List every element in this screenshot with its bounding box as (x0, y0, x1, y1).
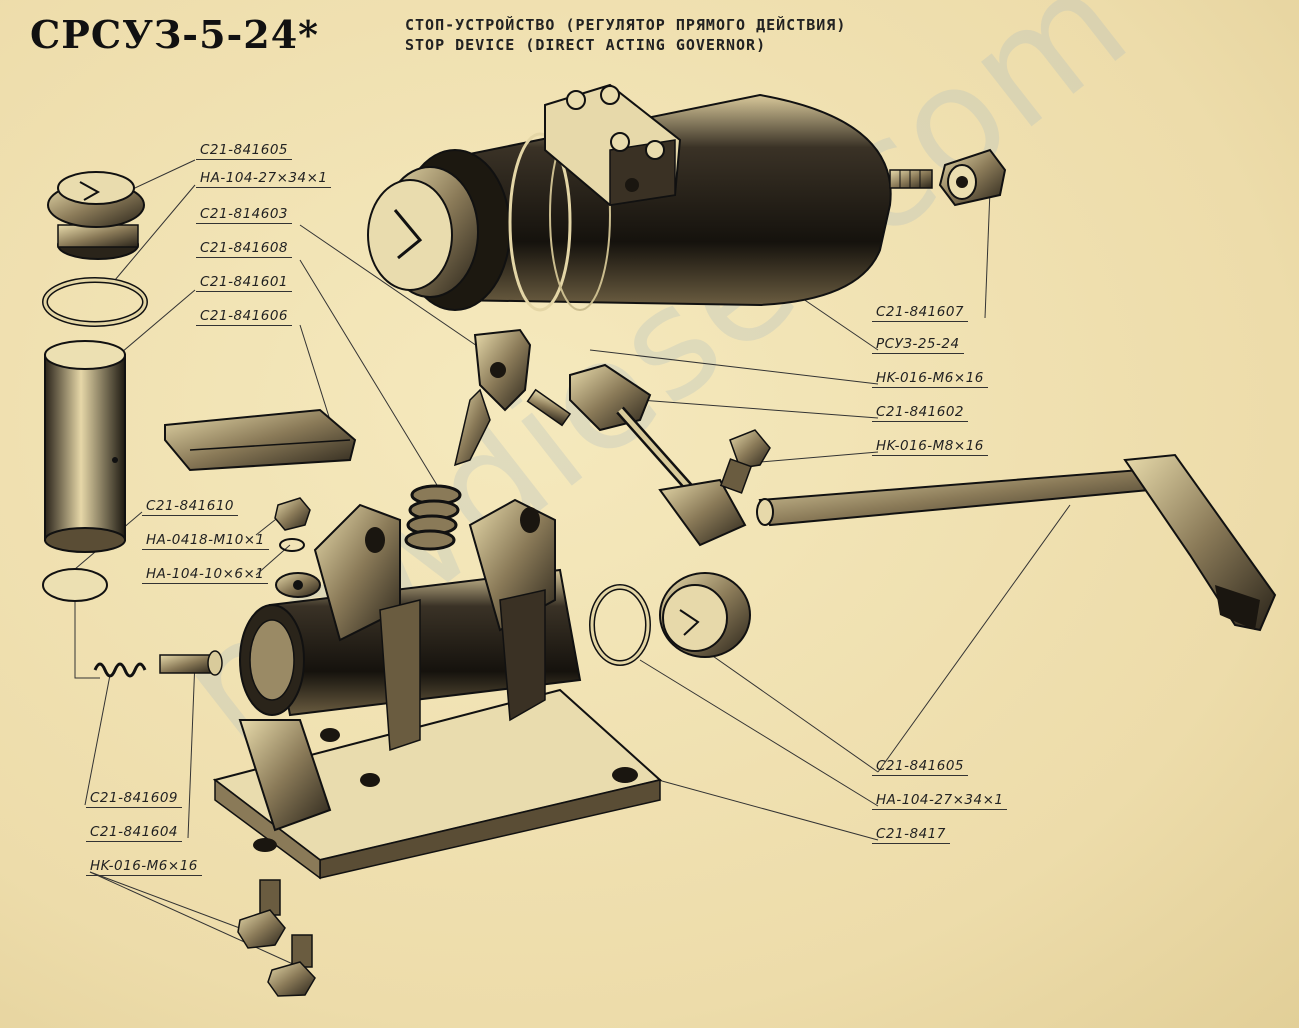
label-c21-841607: C21-841607 (872, 304, 969, 322)
label-ha-104-27x34-right: HA-104-27×34×1 (872, 792, 1008, 810)
label-ha-0418-m10x1: HA-0418-M10×1 (142, 532, 269, 550)
label-c21-841608: C21-841608 (196, 240, 293, 258)
governor-housing (212, 498, 663, 880)
label-c21-841605-right: C21-841605 (872, 758, 969, 776)
label-hk-016-m8x16: HK-016-M8×16 (872, 438, 988, 456)
small-screw (526, 388, 572, 427)
bolt-bottom-2 (267, 934, 316, 997)
label-c21-841606: C21-841606 (196, 308, 293, 326)
lever-arm (569, 363, 747, 547)
diagram-code-title: СРСУЗ-5-24* (30, 12, 320, 57)
small-bolt (274, 497, 311, 552)
label-c21-841604: C21-841604 (86, 824, 183, 842)
label-c21-841601: C21-841601 (196, 274, 293, 292)
crank-rod (756, 453, 1277, 632)
label-pcuz-25-24: PCУЗ-25-24 (872, 336, 964, 354)
spring-main (404, 484, 462, 551)
label-ha-104-10x6x1: HA-104-10×6×1 (142, 566, 269, 584)
piston-cylinder (44, 340, 126, 553)
label-c21-8417: C21-8417 (872, 826, 950, 844)
diagram-title-ru: СТОП-УСТРОЙСТВО (РЕГУЛЯТОР ПРЯМОГО ДЕЙСТ… (405, 16, 847, 34)
flat-plate (164, 408, 357, 472)
bolt-bottom-1 (237, 879, 286, 949)
label-hk-016-m6x16-right: HK-016-M6×16 (872, 370, 988, 388)
leader-lines-right (589, 189, 1071, 841)
spring-small (93, 662, 147, 678)
link-bracket (453, 328, 532, 467)
hex-nut-right (938, 148, 1007, 207)
solenoid-cylinder (367, 83, 933, 312)
label-c21-841602: C21-841602 (872, 404, 969, 422)
label-c21-841609: C21-841609 (86, 790, 183, 808)
small-disc (42, 568, 108, 602)
label-ha-104-27x34-top: HA-104-27×34×1 (196, 170, 332, 188)
label-c21-841605-top: C21-841605 (196, 142, 293, 160)
plug-cap (47, 171, 145, 260)
bolt-m8 (719, 429, 771, 494)
diagram-title-en: STOP DEVICE (DIRECT ACTING GOVERNOR) (405, 36, 767, 54)
label-c21-814603: C21-814603 (196, 206, 293, 224)
pin-left (159, 650, 223, 676)
label-c21-841610: C21-841610 (142, 498, 239, 516)
label-hk-016-m6x16-left: HK-016-M6×16 (86, 858, 202, 876)
plug-right (659, 572, 751, 658)
